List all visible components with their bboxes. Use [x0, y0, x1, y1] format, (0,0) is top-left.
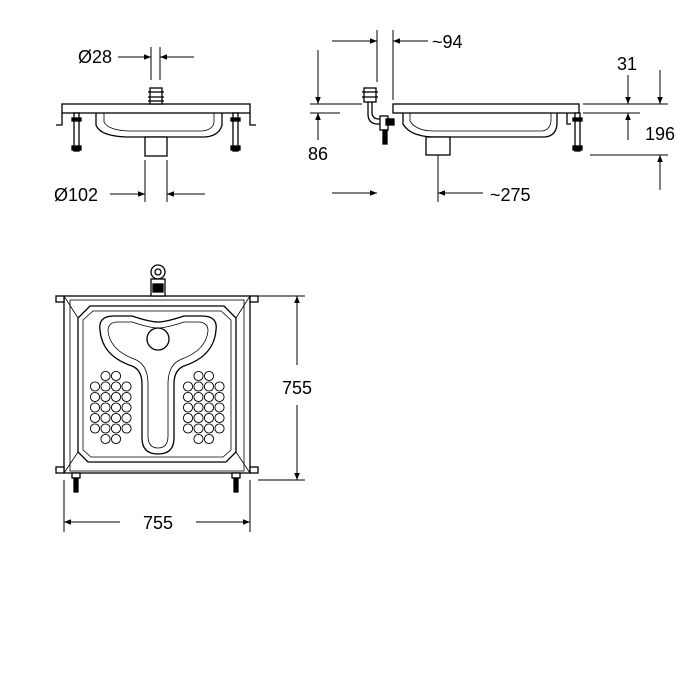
grip-dot — [110, 433, 122, 445]
grip-dot — [214, 423, 225, 434]
front-outlet-fitting — [148, 87, 164, 105]
grip-dot — [110, 370, 122, 382]
grip-dot — [110, 412, 122, 424]
grip-dot — [89, 381, 101, 392]
grip-dot — [203, 412, 215, 424]
grip-dot — [203, 433, 215, 445]
side-bowl — [402, 113, 558, 138]
front-right-feet — [230, 112, 256, 152]
side-right-foot — [566, 112, 583, 152]
grip-dot — [121, 423, 132, 434]
dim-outlet-diameter: Ø28 — [78, 47, 112, 67]
grip-dot — [100, 370, 111, 382]
grip-dot — [182, 402, 194, 413]
grip-dot — [203, 423, 215, 434]
grip-dot — [203, 381, 215, 392]
side-outlet-pipe — [362, 87, 395, 145]
grip-dot — [193, 433, 204, 445]
grip-dot — [100, 423, 111, 434]
top-view — [55, 264, 305, 532]
front-view — [56, 47, 256, 202]
grip-dot — [214, 391, 225, 403]
grip-dot — [100, 381, 111, 392]
grip-dot — [121, 402, 132, 413]
dim-width: 755 — [143, 513, 173, 533]
grip-dot — [214, 412, 225, 424]
grip-dot — [203, 370, 215, 382]
dim-outlet-height: 86 — [308, 144, 328, 164]
front-drain — [144, 136, 168, 157]
side-drain — [425, 136, 451, 156]
grip-dot — [110, 402, 122, 413]
front-plate — [61, 103, 251, 114]
dim-depth: 755 — [282, 378, 312, 398]
grip-dot — [193, 412, 204, 424]
grip-dot — [214, 402, 225, 413]
grip-dot — [89, 412, 101, 424]
grip-dot — [89, 402, 101, 413]
grip-dot — [182, 391, 194, 403]
dim-total-height: 196 — [645, 124, 675, 144]
grip-dot — [193, 402, 204, 413]
front-left-feet — [56, 112, 82, 152]
dim-drain-offset: ~275 — [490, 185, 531, 205]
grip-dot — [100, 433, 111, 445]
grip-dot — [121, 391, 132, 403]
grip-dot — [121, 412, 132, 424]
grip-dot — [110, 391, 122, 403]
grip-dot — [214, 381, 225, 392]
grip-dot — [89, 391, 101, 403]
grip-dot — [110, 423, 122, 434]
dim-drain-diameter: Ø102 — [54, 185, 98, 205]
grip-dot — [89, 423, 101, 434]
dim-outlet-offset: ~94 — [432, 32, 463, 52]
grip-dot — [121, 381, 132, 392]
grip-dot — [193, 381, 204, 392]
grip-dot — [203, 391, 215, 403]
top-drain-hole — [146, 327, 170, 351]
grip-dot — [110, 381, 122, 392]
top-pan-shape — [99, 315, 217, 455]
grip-dot — [193, 391, 204, 403]
grip-dot — [182, 412, 194, 424]
top-footrest-left — [89, 370, 132, 445]
top-outlet-fitting — [150, 264, 166, 297]
dim-rim-thickness: 31 — [617, 54, 637, 74]
side-plate — [392, 103, 580, 114]
grip-dot — [100, 391, 111, 403]
side-view — [310, 30, 668, 202]
grip-dot — [100, 402, 111, 413]
grip-dot — [193, 370, 204, 382]
grip-dot — [182, 381, 194, 392]
grip-dot — [203, 402, 215, 413]
grip-dot — [182, 423, 194, 434]
grip-dot — [100, 412, 111, 424]
top-footrest-right — [182, 370, 225, 445]
front-bowl — [95, 113, 223, 138]
grip-dot — [193, 423, 204, 434]
